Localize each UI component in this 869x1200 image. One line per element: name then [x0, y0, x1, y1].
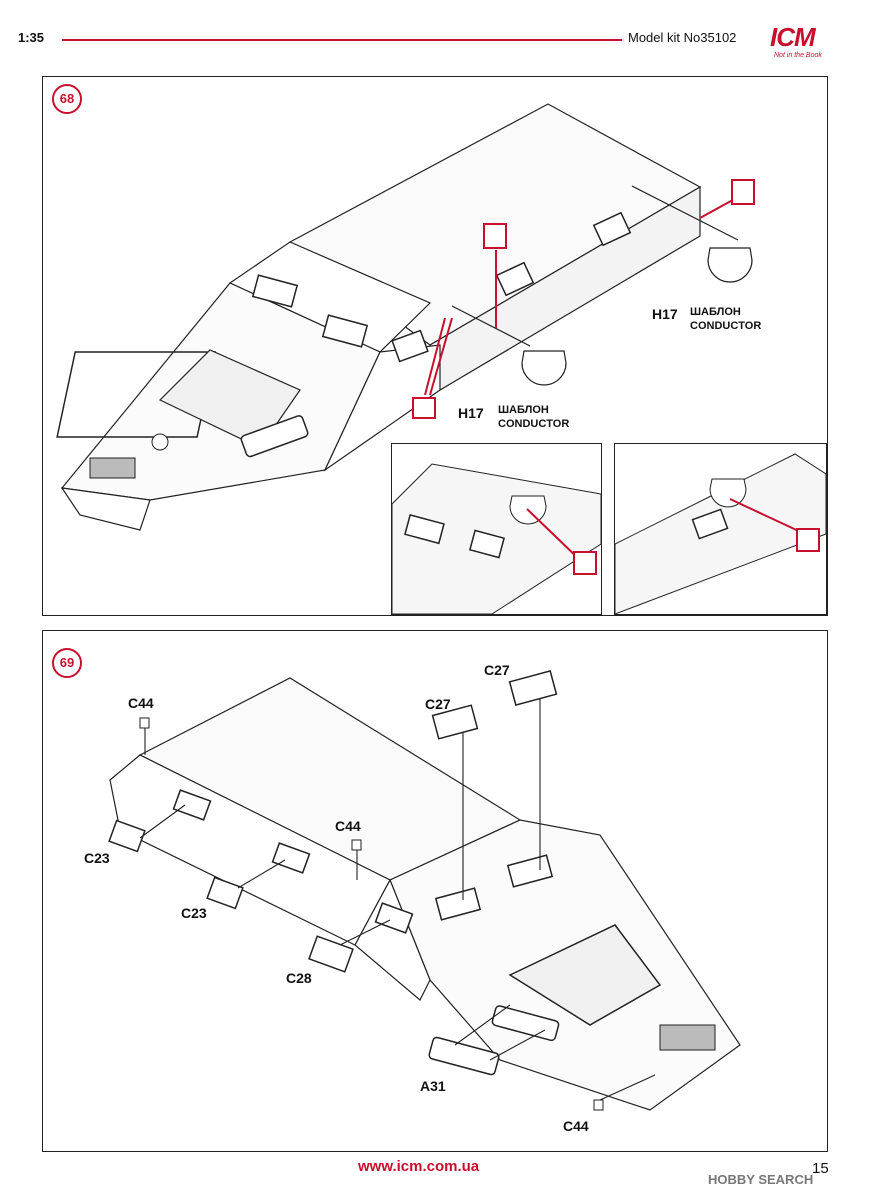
- logo-tagline: Not in the Book: [774, 52, 822, 59]
- detail-inset-right: [614, 443, 827, 615]
- c23-label-b: C23: [181, 905, 207, 921]
- detail-inset-left: [391, 443, 602, 615]
- kit-number: Model kit No35102: [628, 30, 737, 45]
- inset-right-drawing: [615, 453, 826, 614]
- conductor-en-center: CONDUCTOR: [498, 418, 570, 430]
- scale-label: 1:35: [18, 30, 45, 45]
- footer-url[interactable]: www.icm.com.ua: [358, 1158, 480, 1175]
- c28-label: C28: [286, 970, 312, 986]
- conductor-en-right: CONDUCTOR: [690, 320, 762, 332]
- page-number: 15: [812, 1160, 829, 1177]
- c27-label-a: C27: [425, 696, 451, 712]
- inset-left-drawing: [392, 463, 601, 614]
- a31-label: A31: [420, 1078, 446, 1094]
- c44-label-top: C44: [128, 695, 154, 711]
- c27-label-b: C27: [484, 662, 510, 678]
- conductor-ru-right: ШАБЛОН: [690, 306, 741, 318]
- h17-label-right: H17: [652, 306, 678, 322]
- c44-label-bottom: C44: [563, 1118, 589, 1134]
- step-68-number: 68: [52, 84, 82, 114]
- watermark: HOBBY SEARCH: [708, 1172, 814, 1187]
- step-69-number: 69: [52, 648, 82, 678]
- icm-logo: ICM Not in the Book: [760, 20, 850, 66]
- logo-brand: ICM: [770, 22, 816, 52]
- conductor-ru-center: ШАБЛОН: [498, 404, 549, 416]
- c23-label-a: C23: [84, 850, 110, 866]
- c44-label-mid: C44: [335, 818, 361, 834]
- h17-label-center: H17: [458, 405, 484, 421]
- header-rule: [62, 39, 622, 41]
